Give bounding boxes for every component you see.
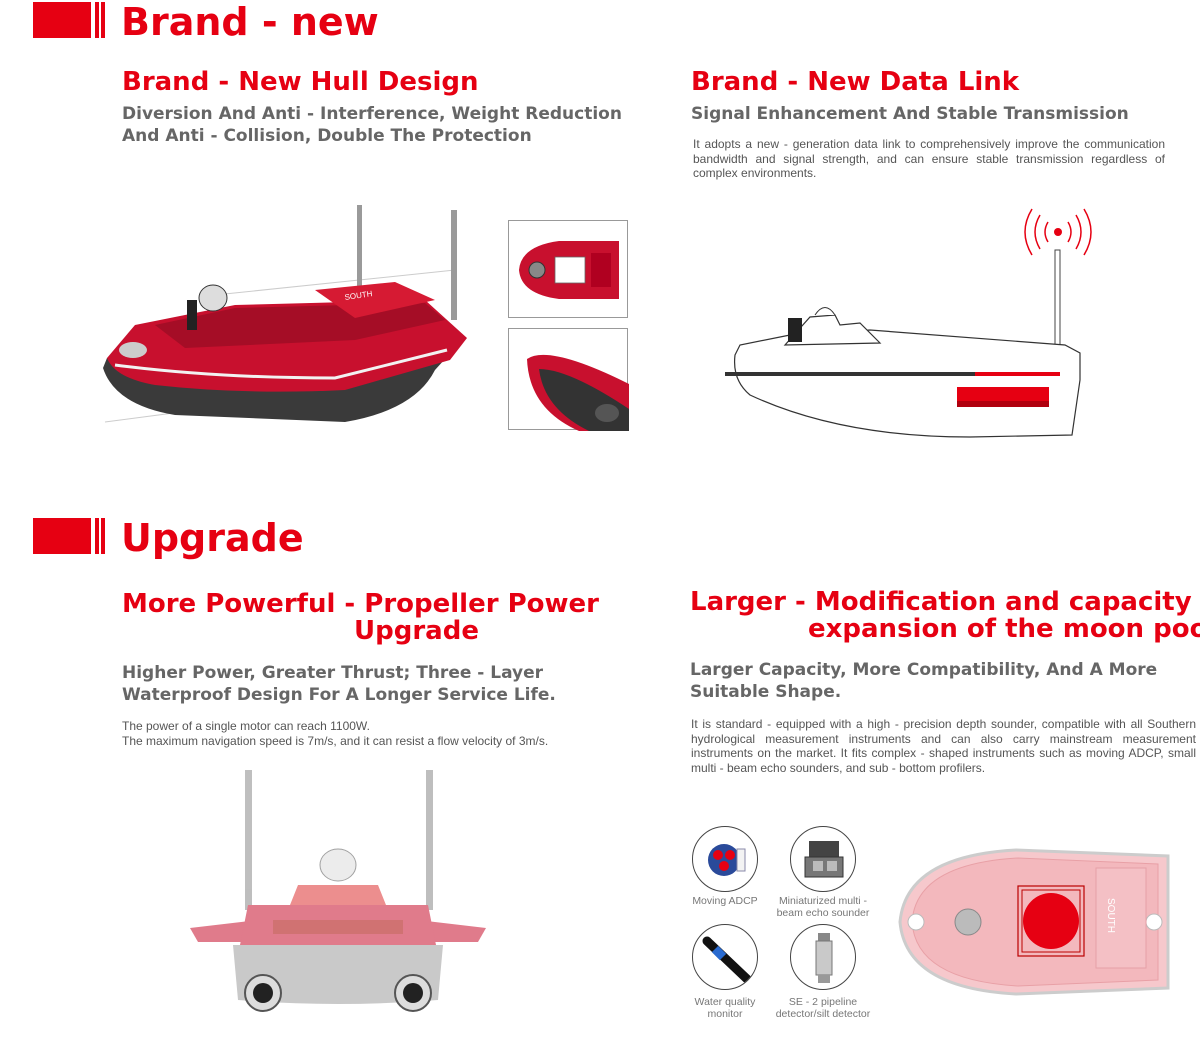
power-upgrade-title-line2: Upgrade <box>354 616 479 646</box>
svg-text:SOUTH: SOUTH <box>1105 898 1116 933</box>
hull-bottom-view-thumbnail <box>508 328 629 431</box>
moonpool-subtitle: Larger Capacity, More Compatibility, And… <box>690 660 1158 702</box>
hull-boat-illustration: SOUTH <box>103 205 467 423</box>
section-title-upgrade: Upgrade <box>121 516 304 560</box>
hull-top-view-thumbnail <box>508 220 628 318</box>
moonpool-title-line1: Larger - Modification and capacity <box>690 587 1192 617</box>
section-title-brand: Brand - new <box>121 0 379 44</box>
data-link-boat-illustration <box>725 208 1092 438</box>
instrument-multibeam-label: Miniaturized multi - beam echo sounder <box>776 895 870 919</box>
svg-text:SOUTH: SOUTH <box>344 289 373 302</box>
instrument-adcp-label: Moving ADCP <box>692 895 758 907</box>
instrument-water-quality-label: Water quality monitor <box>694 996 756 1020</box>
instrument-water-quality-icon <box>692 924 758 990</box>
instrument-pipeline-detector-icon <box>790 924 856 990</box>
power-upgrade-body-line2: The maximum navigation speed is 7m/s, an… <box>122 734 549 748</box>
data-link-body: It adopts a new - generation data link t… <box>693 137 1165 181</box>
data-link-title: Brand - New Data Link <box>691 67 1020 97</box>
power-upgrade-subtitle: Higher Power, Greater Thrust; Three - La… <box>122 663 556 705</box>
moonpool-body: It is standard - equipped with a high - … <box>691 717 1196 775</box>
moonpool-title-line2: expansion of the moon pool <box>808 614 1200 644</box>
hull-design-subtitle: Diversion And Anti - Interference, Weigh… <box>122 104 622 146</box>
section-marker-upgrade <box>33 518 105 554</box>
moonpool-boat-top-view: SOUTH <box>898 848 1170 996</box>
propeller-boat-rear-illustration <box>190 770 486 1012</box>
power-upgrade-title-line1: More Powerful - Propeller Power <box>122 589 599 619</box>
power-upgrade-body-line1: The power of a single motor can reach 11… <box>122 719 370 733</box>
instrument-pipeline-detector-label: SE - 2 pipeline detector/silt detector <box>775 996 871 1020</box>
data-link-subtitle: Signal Enhancement And Stable Transmissi… <box>691 104 1129 124</box>
instrument-adcp-icon <box>692 826 758 892</box>
section-marker-brand <box>33 2 105 38</box>
instrument-multibeam-icon <box>790 826 856 892</box>
hull-design-title: Brand - New Hull Design <box>122 67 479 97</box>
